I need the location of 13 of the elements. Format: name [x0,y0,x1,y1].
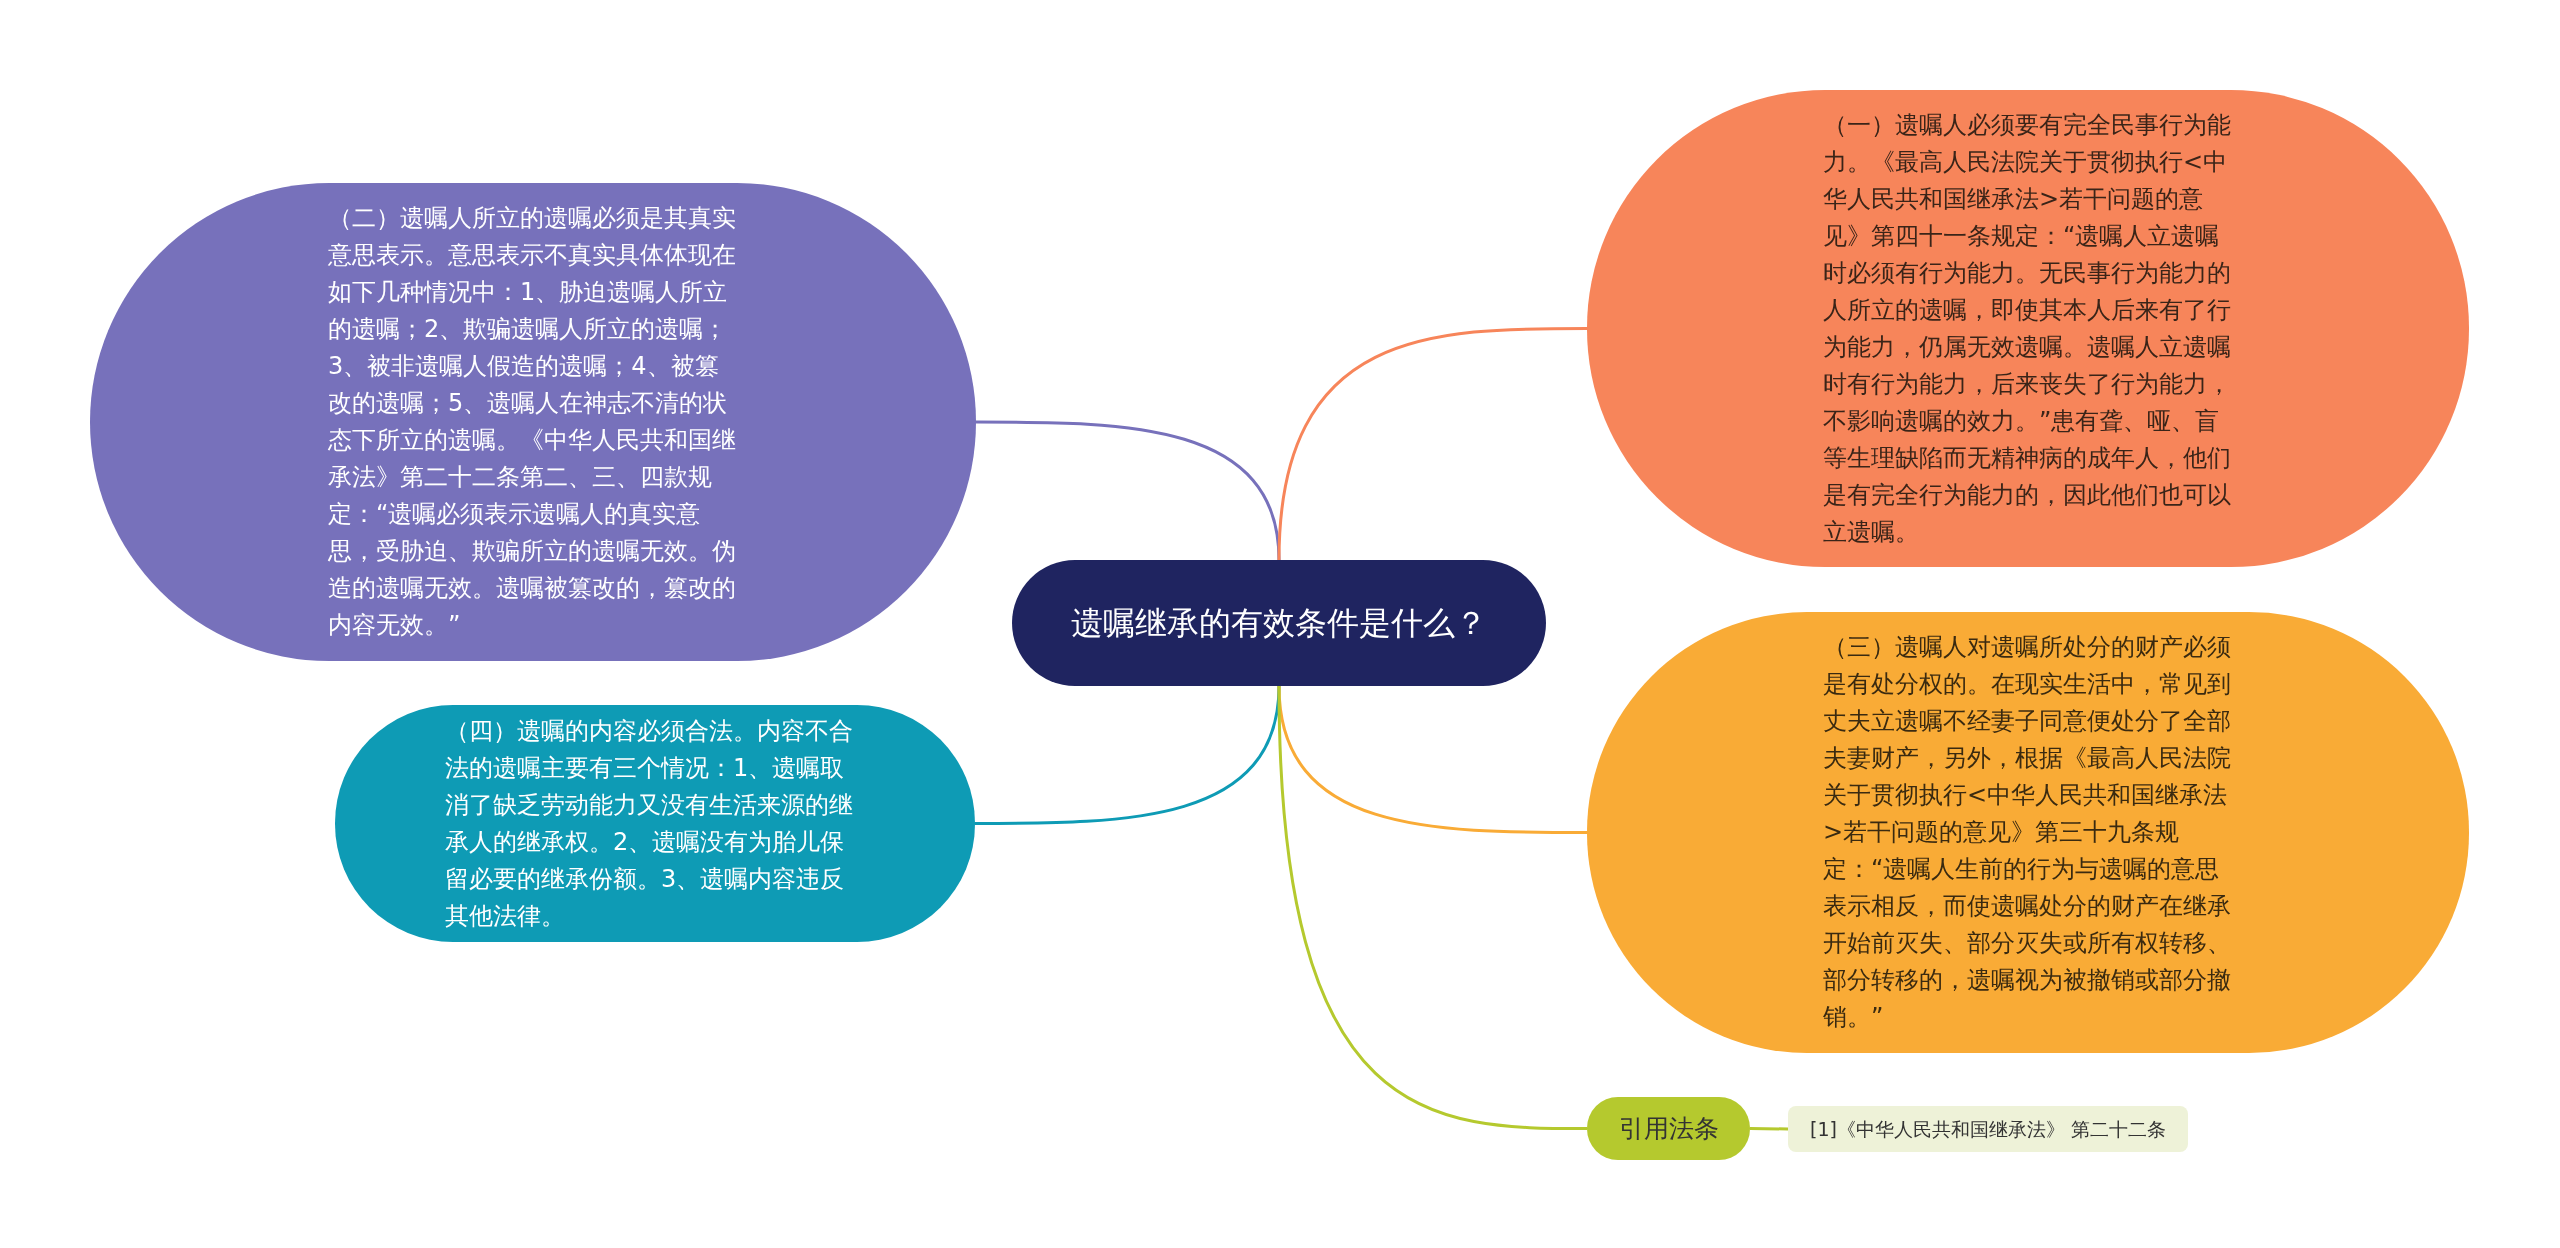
connector-line [976,420,1281,561]
connector-line [1277,685,1587,1130]
reference-note [1788,1106,2188,1152]
reference-text: [1]《中华人民共和国继承法》 第二十二条 [1809,1117,2167,1142]
connector-line [975,685,1281,825]
topic-title: 遗嘱继承的有效条件是什么？ [1070,603,1488,644]
topic-text: （四）遗嘱的内容必须合法。内容不合法的遗嘱主要有三个情况：1、遗嘱取消了缺乏劳动能力又没有生活来源的继承人的继承权。2、遗嘱没有为胎儿保留必要的继承份额。3、遗嘱内容违反其他法律。 [445,715,854,932]
topic-text: （三）遗嘱人对遗嘱所处分的财产必须是有处分权的。在现实生活中，常见到丈夫立遗嘱不经妻子同意便处分了全部夫妻财产，另外，根据《最高人民法院关于贯彻执行<中华人民共和国继承法>若干问题的意见》第三十九条规定：“遗嘱人生前的行为与遗嘱的意思表示相反，而使遗嘱处分的财产在继承开始前灭失、部分灭失或所有权转移、部分转移的，遗嘱视为被撤销或部分撤销。” [1823,632,2232,1033]
topic-text: （一）遗嘱人必须要有完全民事行为能力。《最高人民法院关于贯彻执行<中华人民共和国继承法>若干问题的意见》第四十一条规定：“遗嘱人立遗嘱时必须有行为能力。无民事行为能力的人所立的遗嘱，即使其本人后来有了行为能力，仍属无效遗嘱。遗嘱人立遗嘱时有行为能力，后来丧失了行为能力，不影响遗嘱的效力。”患有聋、哑、盲等生理缺陷而无精神病的成年人，他们是有完全行为能力的，因此他们也可以立遗嘱。 [1823,109,2232,548]
connector-line [1749,1127,1789,1131]
topic-text: （二）遗嘱人所立的遗嘱必须是其真实意思表示。意思表示不真实具体体现在如下几种情况中：1、胁迫遗嘱人所立的遗嘱；2、欺骗遗嘱人所立的遗嘱；3、被非遗嘱人假造的遗嘱；4、被篡改的遗嘱；5、遗嘱人在神志不清的状态下所立的遗嘱。《中华人民共和国继承法》第二十二条第二、三、四款规定：“遗嘱必须表示遗嘱人的真实意思，受胁迫、欺骗所立的遗嘱无效。伪造的遗嘱无效。遗嘱被篡改的，篡改的内容无效。” [328,203,737,641]
topic-label: 引用法条 [1617,1112,1720,1145]
connector-line [1277,327,1587,561]
